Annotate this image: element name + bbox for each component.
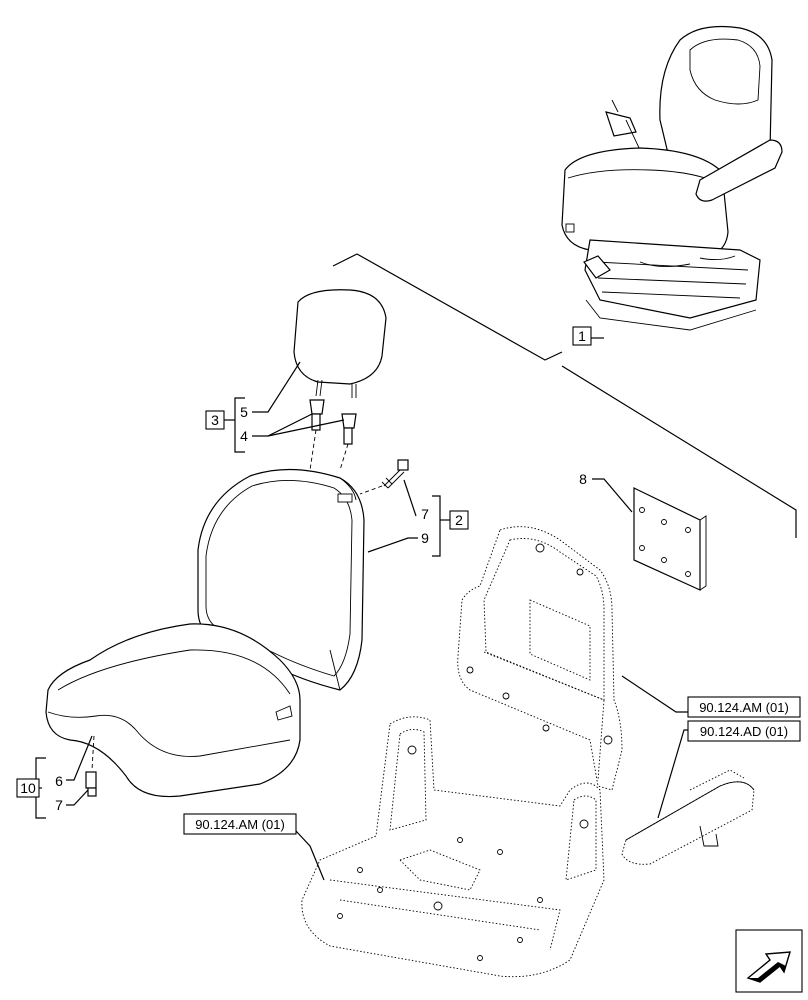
callout-5: 5 [240,404,248,420]
callout-7b: 7 [55,797,63,813]
callout-9: 9 [421,530,429,546]
leader-6 [66,735,93,781]
callout-3: 3 [211,412,219,428]
base-frame-illustration [301,716,605,978]
leader-ref-base-frame [295,830,325,881]
leader-5 [252,361,301,413]
bracket-2 [432,495,441,557]
view-direction-arrow-icon [735,929,803,993]
leader-4b [267,419,345,437]
screw-illustration-lower [85,771,97,797]
plate-illustration [633,487,707,591]
callout-10: 10 [20,780,36,796]
ref-box-armrest[interactable] [687,720,801,742]
armrest-illustration [621,769,755,865]
ref-box-backrest-frame[interactable] [687,696,801,718]
leader-7a [403,479,417,517]
ref-box-base-frame[interactable] [183,813,297,835]
callout-1: 1 [578,328,586,344]
screw-illustration-upper [359,459,409,495]
leader-ref-backrest-frame [621,675,688,713]
callout-2: 2 [455,512,463,528]
leader-7b [66,789,89,806]
leader-ref-armrest [657,729,688,819]
callout-box-2 [449,510,469,530]
leader-8 [592,478,633,513]
seat-assembly-illustration [561,25,783,331]
callout-6: 6 [55,773,63,789]
ref-base-frame: 90.124.AM (01) [195,817,285,832]
ref-armrest: 90.124.AD (01) [700,724,788,739]
callout-box-10 [16,778,40,798]
bracket-3 [234,397,245,453]
headrest-illustration [293,289,387,471]
callout-8: 8 [579,471,587,487]
leader-group-1 [332,253,563,361]
ref-backrest-frame: 90.124.AM (01) [699,700,789,715]
callout-box-3 [205,410,225,430]
leader-group-1-right [561,365,797,538]
callout-4: 4 [240,428,248,444]
backrest-frame-illustration [457,526,623,791]
callout-box-1 [572,326,592,346]
seat-cushion-illustration [45,623,301,798]
callout-7a: 7 [421,506,429,522]
leader-9 [367,537,418,553]
